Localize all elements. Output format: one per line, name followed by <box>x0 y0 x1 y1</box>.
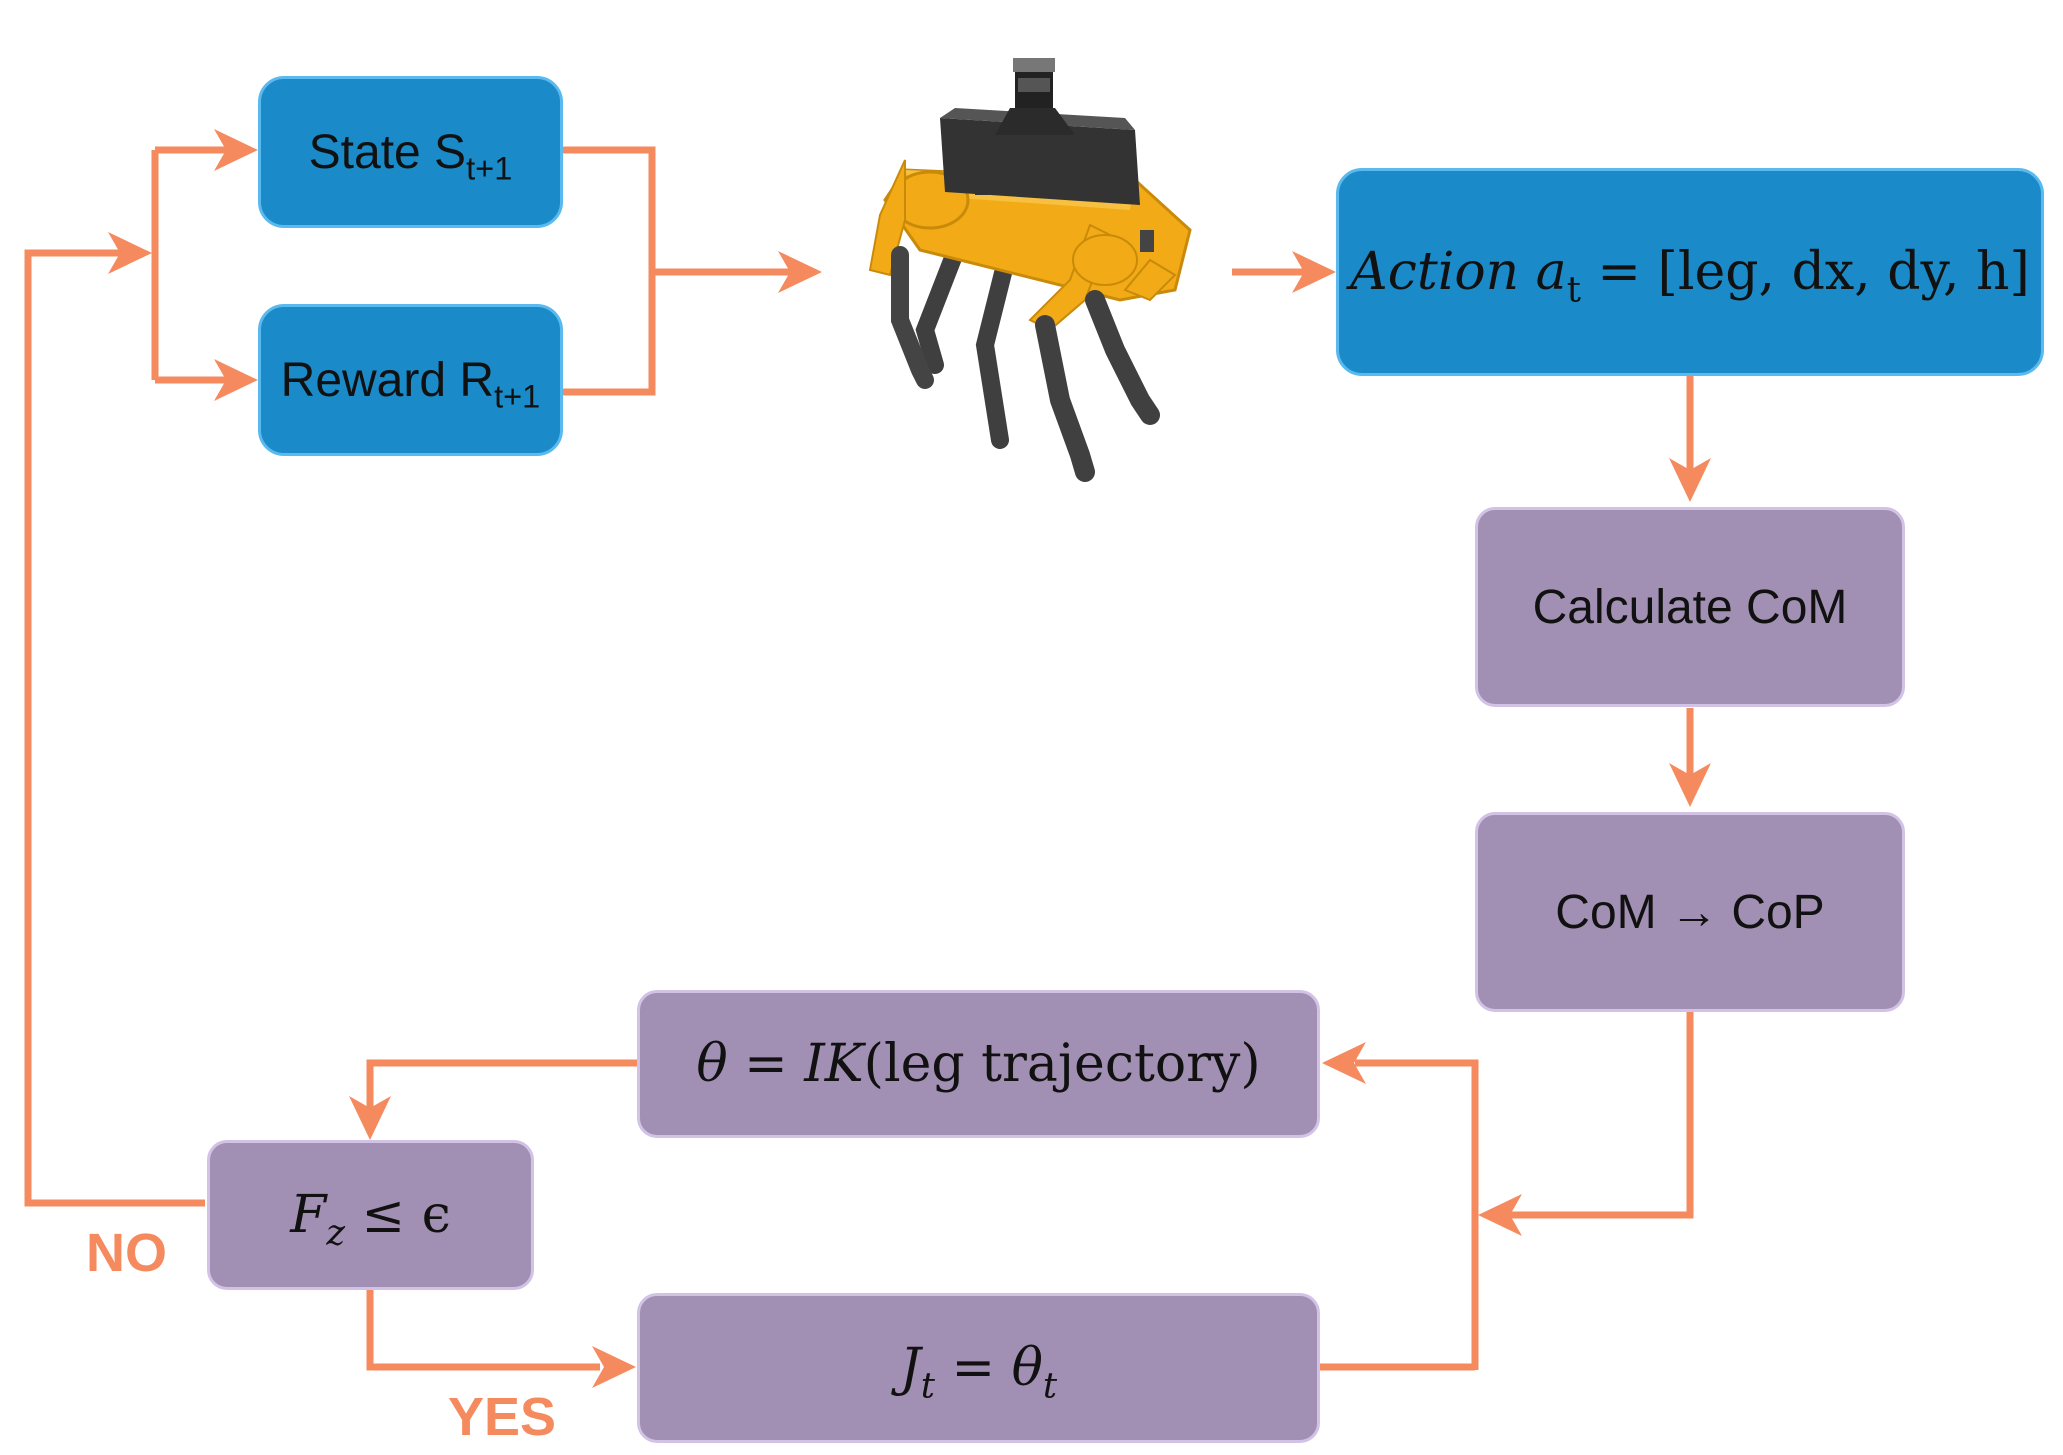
action-box: Action at = [leg, dx, dy, h] <box>1336 168 2044 376</box>
state-box: State St+1 <box>258 76 563 228</box>
joint-angle-box: Jt = θt <box>637 1293 1320 1443</box>
reward-text: Reward R <box>280 353 495 407</box>
jt-equals: = <box>934 1338 1012 1398</box>
com-to-cop-box: CoM → CoP <box>1475 812 1905 1012</box>
jt-theta: θ <box>1011 1338 1043 1398</box>
jt-var: J <box>899 1338 921 1398</box>
ik-in-arrowhead <box>1322 1042 1366 1084</box>
ik-bus-line <box>1355 1059 1479 1370</box>
fz-subscript: z <box>326 1212 345 1254</box>
force-check-formula: Fz ≤ ϵ <box>290 1185 451 1251</box>
reward-arrowhead <box>214 359 258 401</box>
ik-out-line <box>366 1059 637 1110</box>
fz-in-arrowhead <box>349 1096 391 1140</box>
reward-subscript: t+1 <box>494 376 541 414</box>
ik-argument: (leg trajectory) <box>863 1034 1261 1094</box>
yes-line <box>366 1290 600 1371</box>
calculate-com-box: Calculate CoM <box>1475 507 1905 707</box>
calc-in-arrowhead <box>1669 458 1711 502</box>
yes-label: YES <box>448 1387 557 1447</box>
state-subscript: t+1 <box>466 148 513 186</box>
action-in-arrowhead <box>1292 251 1336 293</box>
reward-label: Reward Rt+1 <box>280 353 541 412</box>
quadruped-robot-icon <box>868 58 1192 482</box>
action-vector: = [leg, dx, dy, h] <box>1580 242 2030 302</box>
reward-box: Reward Rt+1 <box>258 304 563 456</box>
calculate-com-label: Calculate CoM <box>1532 580 1848 634</box>
state-label: State St+1 <box>308 125 513 184</box>
ik-function: IK <box>804 1034 864 1094</box>
cop-out-line <box>1510 1012 1694 1219</box>
action-var: a <box>1535 242 1567 302</box>
fz-var: F <box>290 1185 327 1245</box>
no-loop-arrowhead <box>108 232 152 274</box>
state-arrowhead <box>214 129 258 171</box>
ik-formula: θ = IK(leg trajectory) <box>696 1034 1260 1094</box>
com-to-cop-label: CoM → CoP <box>1555 885 1825 939</box>
merge-in-arrowhead <box>1478 1194 1522 1236</box>
merge-line <box>560 146 656 396</box>
state-text: State S <box>308 125 467 179</box>
joint-angle-formula: Jt = θt <box>899 1338 1057 1404</box>
robot-in-arrowhead <box>778 251 822 293</box>
jt-theta-subscript: t <box>1042 1365 1058 1407</box>
jt-subscript: t <box>920 1365 935 1407</box>
action-subscript: t <box>1566 269 1581 311</box>
force-check-box: Fz ≤ ϵ <box>207 1140 534 1290</box>
no-label: NO <box>86 1223 167 1283</box>
ik-theta: θ <box>696 1034 728 1094</box>
no-loop-line <box>24 249 205 1207</box>
inverse-kinematics-box: θ = IK(leg trajectory) <box>637 990 1320 1138</box>
action-word: Action <box>1350 242 1536 302</box>
jt-in-arrowhead <box>592 1346 636 1388</box>
fz-condition: ≤ ϵ <box>344 1185 451 1245</box>
action-formula: Action at = [leg, dx, dy, h] <box>1350 242 2030 308</box>
cop-in-arrowhead <box>1669 763 1711 807</box>
ik-equals: = <box>727 1034 805 1094</box>
